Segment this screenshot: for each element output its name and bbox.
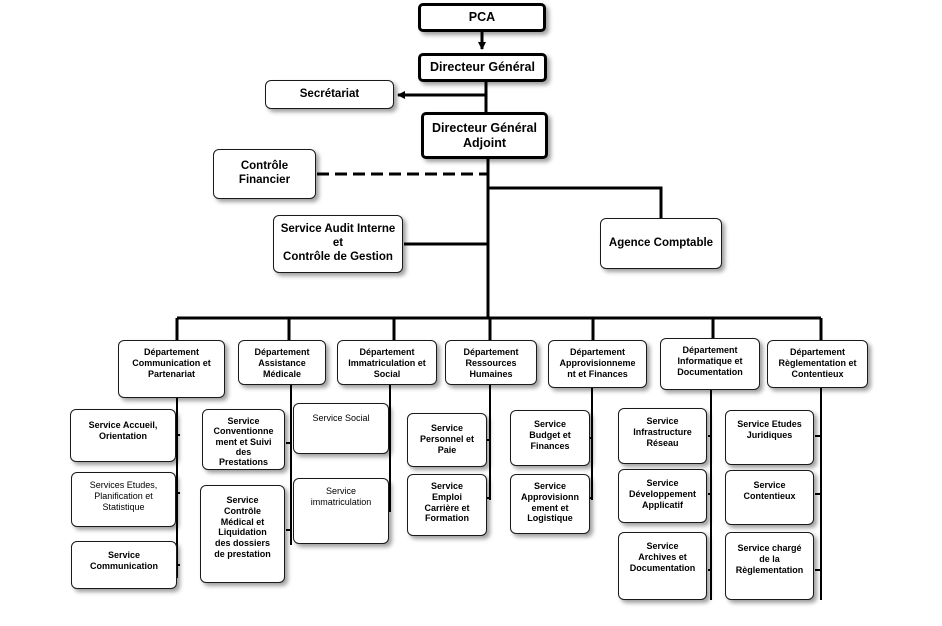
service-approvisionnement-logistique: Service Approvisionn ement et Logistique [510, 474, 590, 534]
service-immatriculation: Service immatriculation [293, 478, 389, 544]
service-infrastructure-reseau: Service Infrastructure Réseau [618, 408, 707, 464]
dept-reglementation-contentieux: Département Règlementation et Contentieu… [767, 340, 868, 388]
service-developpement-applicatif: Service Développement Applicatif [618, 469, 707, 523]
service-archives-documentation: Service Archives et Documentation [618, 532, 707, 600]
service-communication: Service Communication [71, 541, 177, 589]
dept-ressources-humaines: Département Ressources Humaines [445, 340, 537, 385]
dept-communication-partenariat: Département Communication et Partenariat [118, 340, 225, 398]
pca-box: PCA [418, 3, 546, 32]
agence-comptable-box: Agence Comptable [600, 218, 722, 269]
dept-informatique-documentation: Département Informatique et Documentatio… [660, 338, 760, 390]
dept-approvisionnement-finances: Département Approvisionneme nt et Financ… [548, 340, 647, 388]
dept-assistance-medicale: Département Assistance Médicale [238, 340, 326, 385]
service-controle-medical-liquidation: Service Contrôle Médical et Liquidation … [200, 485, 285, 583]
service-charge-reglementation: Service chargé de la Règlementation [725, 532, 814, 600]
dept-immatriculation-social: Département Immatriculation et Social [337, 340, 437, 385]
service-etudes-juridiques: Service Etudes Juridiques [725, 410, 814, 465]
controle-financier-box: Contrôle Financier [213, 149, 316, 199]
service-contentieux: Service Contentieux [725, 470, 814, 525]
service-personnel-paie: Service Personnel et Paie [407, 413, 487, 467]
connector-dg-secretariat [397, 82, 488, 99]
service-conventionnement-suivi-prestations: Service Conventionne ment et Suivi des P… [202, 409, 285, 470]
service-accueil-orientation: Service Accueil, Orientation [70, 409, 176, 462]
service-budget-finances: Service Budget et Finances [510, 410, 590, 466]
directeur-general-adjoint-box: Directeur Général Adjoint [421, 112, 548, 159]
service-social: Service Social [293, 403, 389, 454]
service-etudes-planification-statistique: Services Etudes, Planification et Statis… [71, 472, 176, 527]
secretariat-box: Secrétariat [265, 80, 394, 109]
connector-agence [488, 186, 663, 218]
directeur-general-box: Directeur Général [418, 53, 547, 82]
service-emploi-carriere-formation: Service Emploi Carrière et Formation [407, 474, 487, 536]
audit-controle-gestion-box: Service Audit Interne et Contrôle de Ges… [273, 215, 403, 273]
